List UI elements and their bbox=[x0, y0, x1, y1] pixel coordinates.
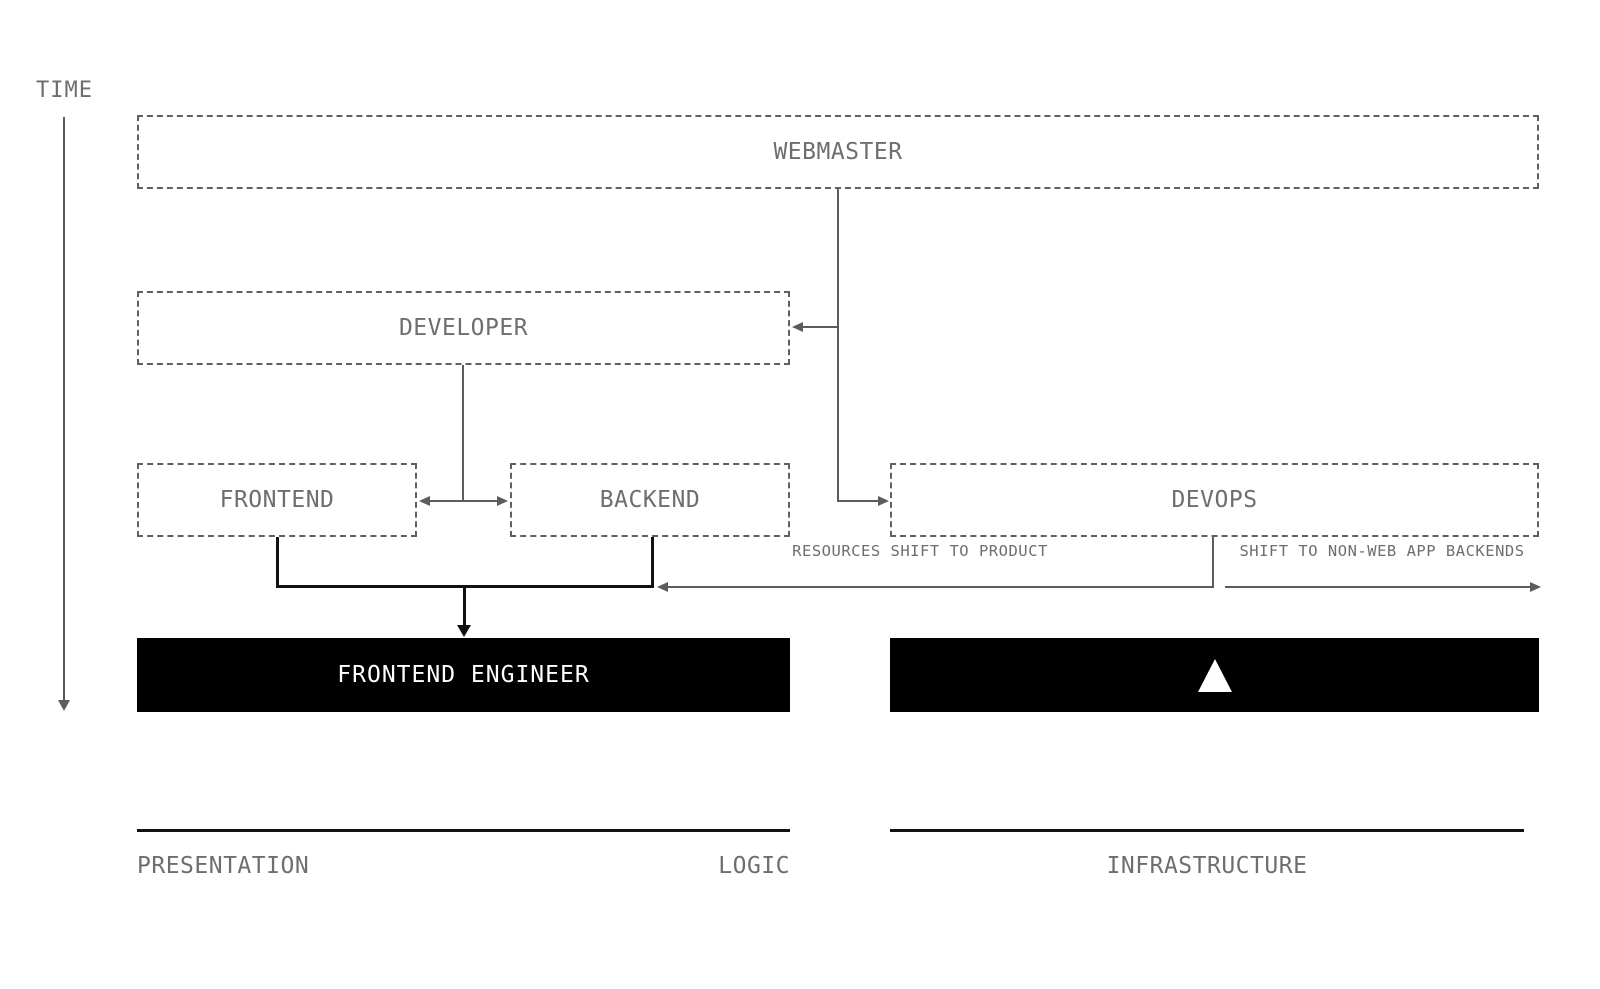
non-web-shift-arrowhead-icon bbox=[1530, 582, 1541, 592]
frontend-backend-left-arrowhead-icon bbox=[419, 496, 430, 506]
backend-label: BACKEND bbox=[599, 487, 701, 513]
time-axis-label: TIME bbox=[36, 78, 93, 103]
frontend-engineer-box: FRONTEND ENGINEER bbox=[137, 638, 790, 712]
triangle-up-icon bbox=[1197, 658, 1232, 692]
webmaster-box: WEBMASTER bbox=[137, 115, 1539, 189]
devops-result-box bbox=[890, 638, 1539, 712]
frontend-merge-line bbox=[276, 537, 279, 588]
frontend-label: FRONTEND bbox=[219, 487, 335, 513]
zone-logic-label: LOGIC bbox=[718, 853, 790, 879]
devops-label: DEVOPS bbox=[1171, 487, 1258, 513]
devops-shift-line bbox=[1212, 537, 1214, 588]
time-axis-arrowhead-icon bbox=[58, 700, 70, 711]
merge-down-arrowhead-icon bbox=[457, 625, 471, 637]
merge-down-line bbox=[463, 588, 466, 626]
webmaster-to-developer-line bbox=[803, 326, 838, 328]
zone-infrastructure-label: INFRASTRUCTURE bbox=[1106, 853, 1308, 879]
backend-box: BACKEND bbox=[510, 463, 790, 537]
presentation-logic-zone-line bbox=[137, 829, 790, 832]
resources-shift-arrow-line bbox=[668, 586, 1213, 588]
webmaster-trunk-line bbox=[837, 189, 839, 502]
resources-shift-label: RESOURCES SHIFT TO PRODUCT bbox=[792, 542, 1048, 560]
developer-label: DEVELOPER bbox=[398, 315, 529, 341]
webmaster-to-devops-line bbox=[837, 500, 879, 502]
infrastructure-zone-line bbox=[890, 829, 1524, 832]
resources-shift-arrowhead-icon bbox=[657, 582, 668, 592]
frontend-backend-line bbox=[430, 500, 497, 502]
webmaster-to-devops-arrowhead-icon bbox=[878, 496, 889, 506]
non-web-shift-arrow-line bbox=[1225, 586, 1530, 588]
non-web-shift-label: SHIFT TO NON-WEB APP BACKENDS bbox=[1239, 542, 1525, 560]
backend-merge-line bbox=[651, 537, 654, 588]
webmaster-to-developer-arrowhead-icon bbox=[792, 322, 803, 332]
frontend-engineer-label: FRONTEND ENGINEER bbox=[337, 662, 590, 688]
developer-split-line bbox=[462, 365, 464, 501]
time-axis-line bbox=[63, 117, 65, 701]
devops-box: DEVOPS bbox=[890, 463, 1539, 537]
developer-box: DEVELOPER bbox=[137, 291, 790, 365]
merge-bracket-line bbox=[276, 585, 654, 588]
frontend-backend-right-arrowhead-icon bbox=[497, 496, 508, 506]
zone-presentation-label: PRESENTATION bbox=[137, 853, 310, 879]
frontend-box: FRONTEND bbox=[137, 463, 417, 537]
webmaster-label: WEBMASTER bbox=[773, 139, 903, 165]
